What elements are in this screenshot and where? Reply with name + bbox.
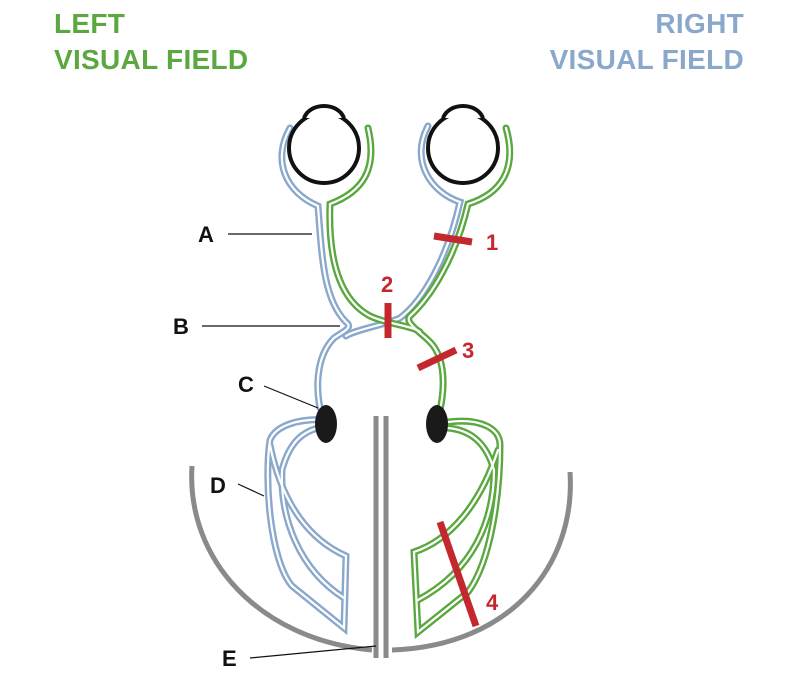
left-eye-icon [287,104,361,185]
eyes [287,104,500,185]
left-field-pathway [326,124,514,640]
left-lateral-geniculate-nucleus [315,405,337,443]
blue-highlight-3 [266,418,348,631]
label-a: A [198,222,214,247]
green-highlight-3 [412,420,502,635]
visual-cortex [189,416,573,658]
left-title-line1: LEFT [54,8,126,39]
right-lateral-geniculate-nucleus [426,405,448,443]
right-visual-field-title: RIGHT VISUAL FIELD [550,6,744,78]
left-cornea [302,104,346,119]
lesion-1-bar [433,232,473,246]
leader-e [249,645,377,659]
leader-d [237,483,265,497]
right-title-line1: RIGHT [655,8,744,39]
leader-c [263,385,319,409]
left-visual-field-title: LEFT VISUAL FIELD [54,6,248,78]
label-e: E [222,646,237,671]
lesion-4-bar [436,520,480,628]
lesion-3-bar [416,346,458,372]
lesion-3-label: 3 [462,338,474,363]
blue-highlight-4 [280,424,346,600]
left-title-line2: VISUAL FIELD [54,44,249,75]
right-title-line2: VISUAL FIELD [549,44,744,75]
leader-lines [202,233,377,659]
lesion-2-label: 2 [381,272,393,297]
right-field-pathway [264,122,465,636]
lesion-1-label: 1 [486,230,498,255]
left-cortex-arc [189,465,373,653]
right-cornea [441,104,485,119]
lesion-4-label: 4 [486,590,499,615]
label-b: B [173,314,189,339]
right-eye-icon [426,104,500,185]
green-highlight-2 [407,126,511,412]
right-eyeball [426,111,500,185]
label-d: D [210,473,226,498]
label-c: C [238,372,254,397]
blue-highlight-2 [344,124,462,338]
left-radiation-mid [278,422,348,602]
blue-highlight-1 [280,126,350,410]
left-eyeball [287,111,361,185]
lesion-markers [384,232,480,628]
pathway-highlights-blue [266,124,462,631]
right-cortex-arc [391,471,573,653]
